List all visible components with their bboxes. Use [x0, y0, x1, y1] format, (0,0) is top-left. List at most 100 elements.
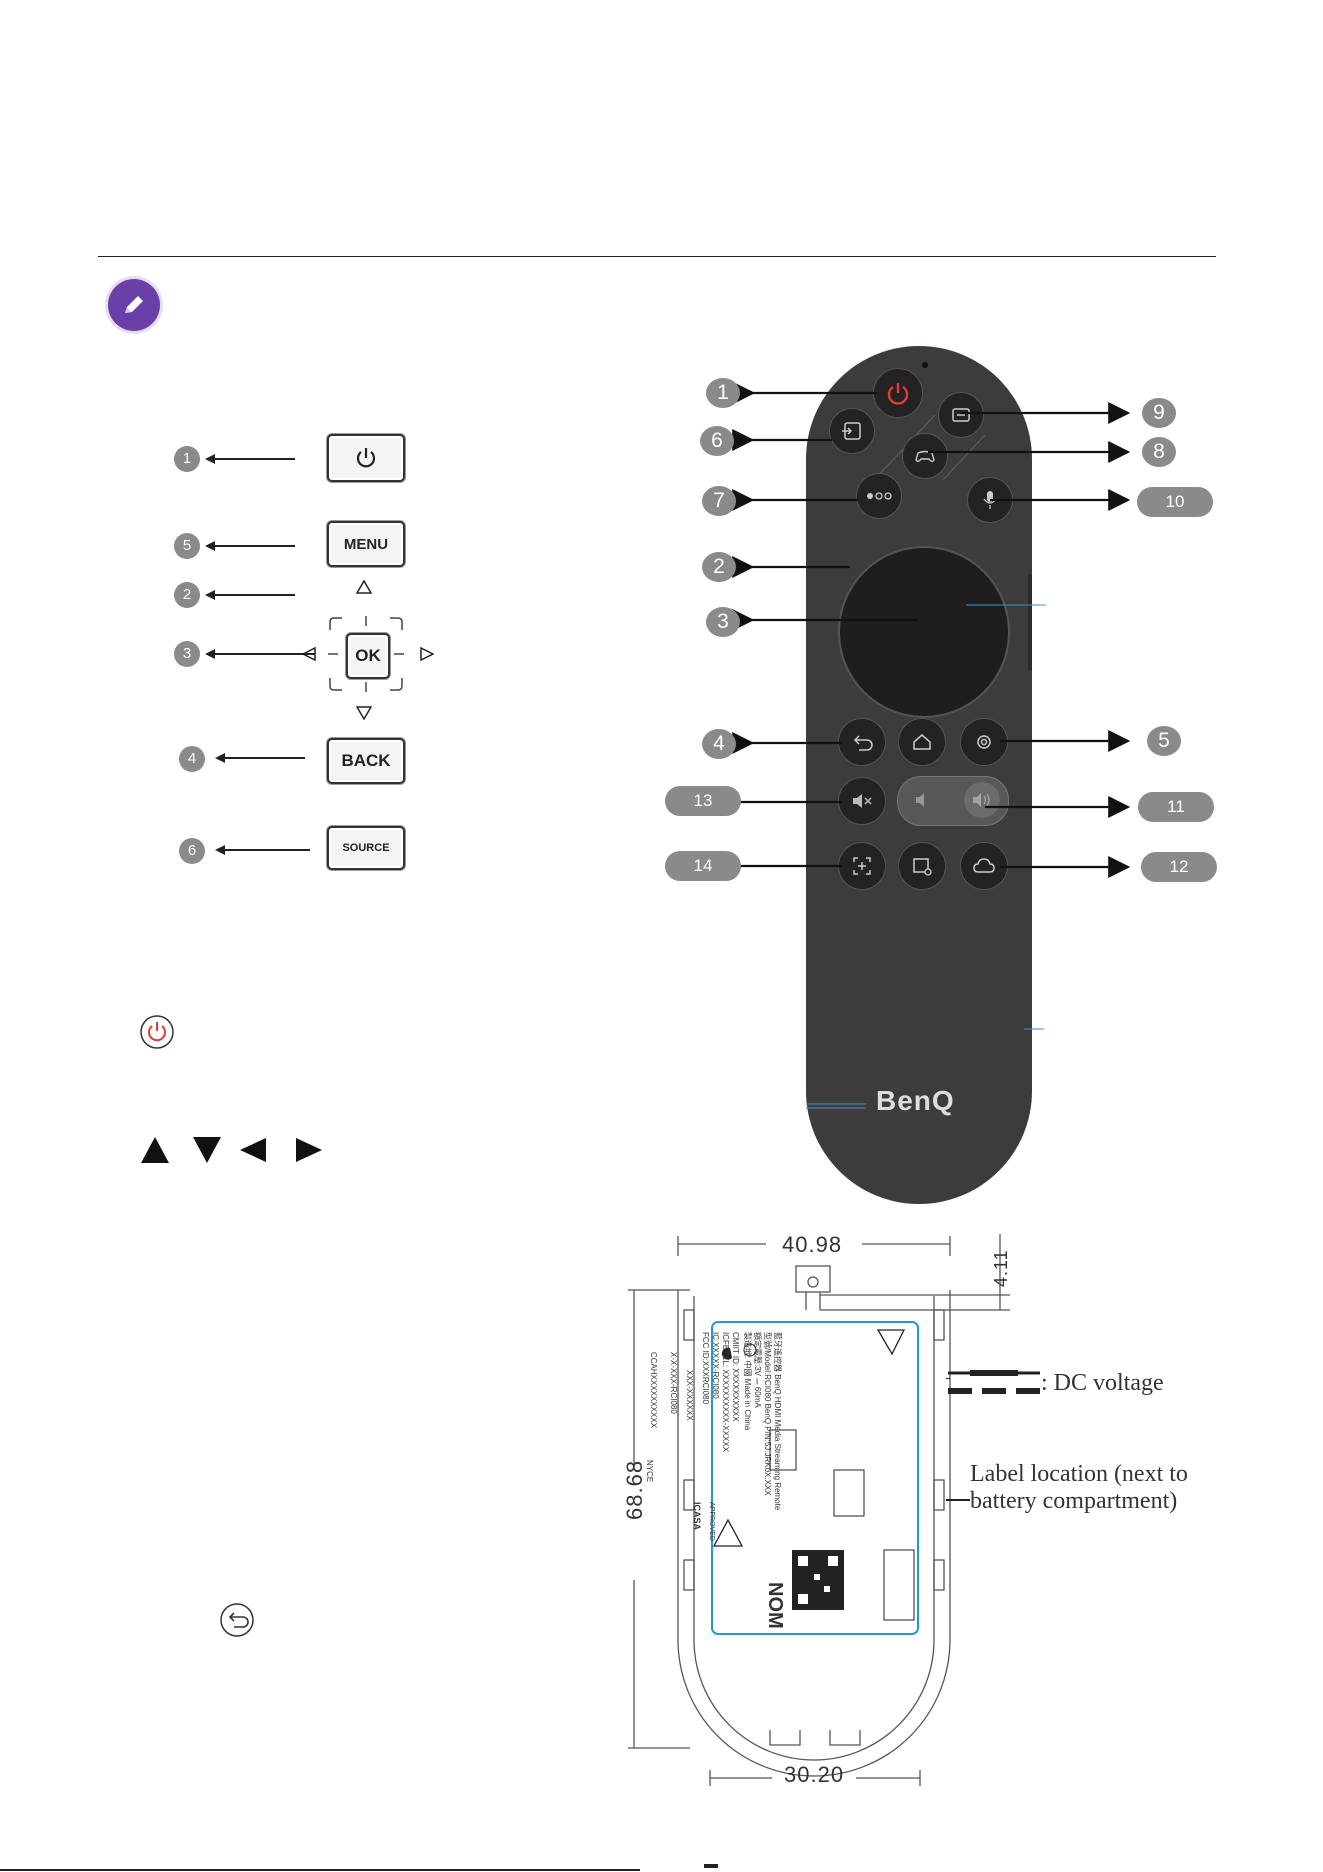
callout-badge: 8 [1142, 437, 1176, 467]
note-pencil-icon [108, 279, 160, 331]
dpad-pointer-line [966, 604, 1046, 606]
sticker-code: XXX-XXXXXX [685, 1370, 694, 1421]
source-key[interactable]: SOURCE [327, 826, 405, 870]
legend-number-back: 4 [179, 746, 205, 772]
callout-leader-lines [946, 1378, 970, 1501]
source-key-label: SOURCE [342, 842, 390, 854]
legend-number-ok: 3 [174, 641, 200, 667]
label-location-line2: battery compartment) [970, 1488, 1178, 1514]
legend-arrow-back [215, 753, 305, 763]
sticker-approved: APPROVED [708, 1502, 715, 1541]
remote-function-cluster [840, 414, 1010, 480]
legend-number-up: 2 [174, 582, 200, 608]
dc-voltage-symbol [948, 1370, 1040, 1394]
callout-badge: 13 [665, 786, 741, 816]
callout-badge: 3 [706, 607, 740, 637]
red-power-icon [140, 1015, 174, 1049]
more-dots-icon [867, 492, 892, 500]
callout-badge: 4 [702, 729, 736, 759]
power-icon [887, 383, 909, 405]
volume-up-icon [973, 793, 990, 807]
remote-screen-button[interactable] [938, 392, 984, 438]
dc-voltage-text: : DC voltage [1041, 1370, 1164, 1396]
remote-back-button[interactable] [838, 718, 886, 766]
back-circle-icon [220, 1603, 254, 1637]
remote-mute-button[interactable] [838, 777, 886, 825]
gear-icon [977, 735, 991, 749]
remote-game-button[interactable] [902, 433, 948, 479]
back-icon [853, 735, 873, 751]
dimension-connector: 4.11 [991, 1249, 1011, 1287]
legend-number-power: 1 [174, 446, 200, 472]
sticker-code: X-X-XXX-RCI080 [669, 1352, 678, 1414]
legend-arrow-ok [205, 649, 315, 659]
remote-brand-logo: BenQ [876, 1085, 955, 1116]
power-key[interactable] [327, 434, 405, 482]
dimension-width: 40.98 [782, 1232, 843, 1257]
legend-arrow-source [215, 845, 310, 855]
callout-badge: 2 [702, 552, 736, 582]
callout-badge: 9 [1142, 398, 1176, 428]
back-key-label: BACK [341, 751, 391, 770]
screen-icon [952, 408, 970, 422]
back-key[interactable]: BACK [327, 738, 405, 784]
legend-arrow-up [205, 590, 295, 600]
dimension-bottom-width: 30.20 [784, 1762, 845, 1787]
sticker-line: 製造地: 中國 Made in China [743, 1332, 752, 1431]
input-icon [842, 422, 861, 440]
mute-icon [853, 794, 872, 808]
sticker-line: FCC ID:XXXRCI080 [701, 1332, 710, 1405]
legend-number-menu: 5 [174, 533, 200, 559]
ok-key[interactable]: OK [346, 633, 390, 679]
sticker-line: 額定電壓:3V ⎓ 60mA [753, 1332, 762, 1408]
gamepad-icon [915, 450, 935, 462]
legend-arrow-menu [205, 541, 295, 551]
callout-badge: 14 [665, 851, 741, 881]
cloud-icon [973, 858, 995, 873]
remote-led [922, 362, 928, 368]
sticker-code: CCAHXXXXXXXXXX [649, 1352, 658, 1429]
remote-volume-down-button[interactable] [907, 784, 939, 816]
sticker-line: ICFETEL: XXXXXXXXXX-XXXXX [721, 1332, 730, 1453]
remote-volume-up-button[interactable] [964, 782, 1000, 818]
right-triangle-icon [420, 647, 434, 661]
footer-rule [0, 1869, 640, 1871]
callout-badge: 12 [1141, 852, 1217, 882]
menu-key[interactable]: MENU [327, 521, 405, 567]
callout-badge: 10 [1137, 487, 1213, 517]
sticker-line: CMIIT ID: XXXXXXXXXX [731, 1332, 740, 1422]
sticker-nom: NOM [764, 1582, 786, 1629]
sticker-line: IC:XXXXX-RCI080 [711, 1332, 720, 1399]
callout-badge: 7 [702, 486, 736, 516]
remote-more-button[interactable] [856, 473, 902, 519]
callout-badge: 5 [1147, 726, 1181, 756]
dimension-height: 68.68 [622, 1459, 647, 1520]
zoom-frame-icon [853, 857, 871, 875]
callout-badge: 11 [1138, 792, 1214, 822]
remote-touch-dpad[interactable] [838, 546, 1010, 718]
sticker-text-block: 藍牙遙控器 BenQ HDMI Media Streaming Remote 型… [500, 1322, 786, 1629]
remote-side-button[interactable] [1028, 574, 1032, 670]
up-triangle-icon [356, 580, 372, 594]
legend-arrow-power [205, 454, 295, 464]
sticker-icasa: ICASA [692, 1502, 702, 1531]
remote-screen-settings-button[interactable] [898, 842, 946, 890]
screen-adjust-icon [913, 858, 932, 876]
legend-number-source: 6 [179, 838, 205, 864]
footer-mark [704, 1864, 718, 1868]
remote-input-button[interactable] [829, 408, 875, 454]
ok-key-label: OK [355, 646, 381, 665]
back-cover-drawing [628, 1234, 1010, 1786]
remote-home-button[interactable] [898, 718, 946, 766]
power-icon [356, 448, 376, 468]
volume-down-icon [916, 793, 924, 807]
brand-pointer-line [806, 1103, 866, 1109]
menu-key-label: MENU [343, 535, 389, 553]
arrow-keys-icons [141, 1137, 322, 1163]
label-location-line1: Label location (next to [970, 1461, 1188, 1487]
callout-badge: 6 [700, 426, 734, 456]
left-triangle-icon [302, 647, 316, 661]
side-pointer-line [1024, 1028, 1044, 1030]
down-triangle-icon [356, 706, 372, 720]
